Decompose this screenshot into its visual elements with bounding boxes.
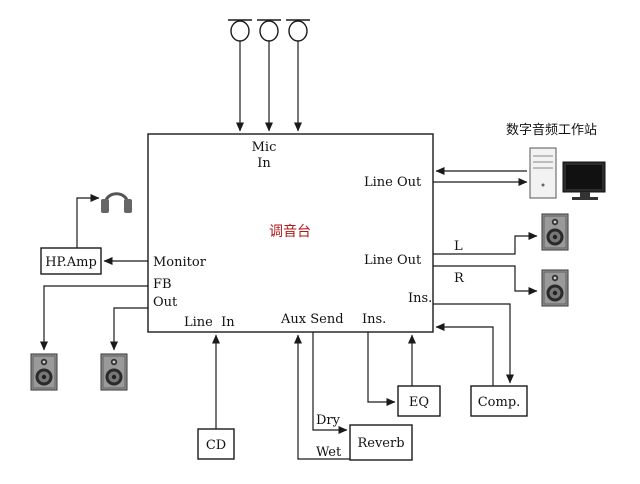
eq-box: [397, 385, 441, 417]
line-in-label: Line In: [184, 315, 235, 330]
right-output-wire: [433, 265, 538, 295]
fb-label: FB: [153, 277, 172, 292]
cd-label: CD: [206, 438, 226, 453]
comp-return-wire: [435, 323, 494, 386]
monitor-screen-icon: [562, 161, 606, 200]
dry-send-wire: [312, 332, 348, 434]
hpamp-to-headphones-wire: [76, 194, 100, 248]
speaker-icon: [541, 213, 569, 251]
reverb-label: Reverb: [357, 436, 404, 451]
computer-icon: [529, 147, 557, 199]
speaker-icon: [30, 353, 58, 391]
left-channel-label: L: [454, 239, 463, 254]
mic-in-label-1: Mic: [252, 140, 277, 155]
fb-out-wire-2: [110, 307, 148, 351]
mic-in-label-2: In: [257, 156, 271, 171]
wet-return-wire: [294, 334, 350, 460]
microphone-icon: [228, 19, 252, 42]
comp-box: [470, 385, 528, 417]
speaker-icon: [100, 353, 128, 391]
headphones-icon: [101, 192, 132, 213]
ins-send-to-eq-wire: [367, 332, 396, 406]
dry-label: Dry: [316, 413, 341, 428]
right-channel-label: R: [454, 271, 465, 286]
comp-label: Comp.: [478, 395, 521, 410]
aux-send-label: Aux Send: [280, 312, 344, 327]
ins-to-comp-wire: [433, 303, 514, 384]
wet-label: Wet: [316, 445, 342, 460]
mixer-block: [147, 133, 434, 333]
ins-right-label: Ins.: [408, 291, 432, 306]
ins-bottom-label: Ins.: [362, 312, 386, 327]
microphone-icon: [257, 19, 281, 42]
monitor-label: Monitor: [153, 255, 207, 270]
line-out-top-label: Line Out: [364, 175, 422, 190]
eq-label: EQ: [409, 395, 429, 410]
line-out-mid-label: Line Out: [364, 253, 422, 268]
reverb-box: [349, 424, 413, 461]
workstation-label: 数字音频工作站: [506, 122, 597, 138]
mixer-title: 调音台: [269, 223, 311, 240]
left-output-wire: [433, 232, 538, 255]
hp-amp-label: HP.Amp: [45, 255, 97, 270]
out-label: Out: [153, 295, 178, 310]
speaker-icon: [541, 269, 569, 307]
fb-out-wire-1: [40, 285, 148, 351]
microphone-icon: [286, 19, 310, 42]
hp-amp-box: [40, 247, 102, 275]
cd-box: [197, 428, 235, 460]
